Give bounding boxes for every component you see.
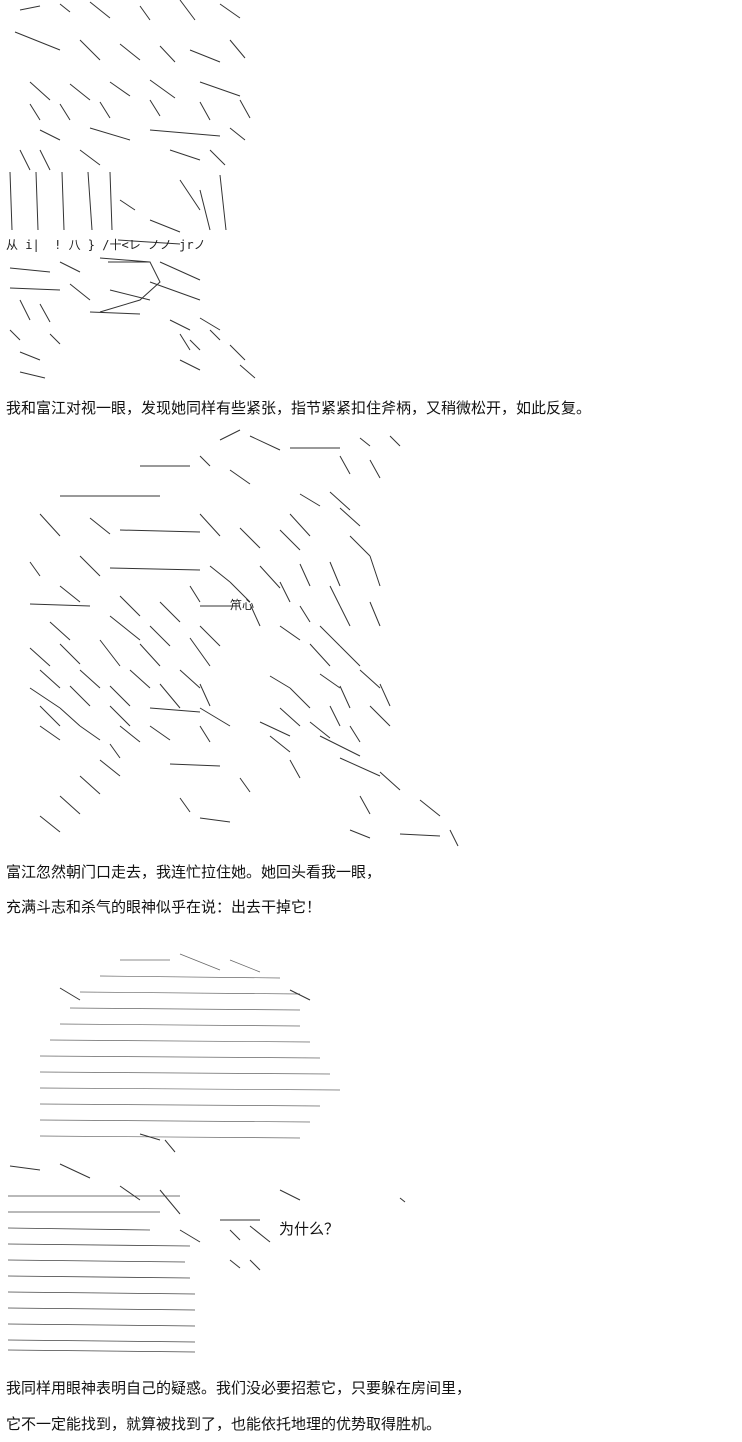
caption-line-3: 充满斗志和杀气的眼神似乎在说：出去干掉它！ xyxy=(6,898,322,916)
speech-text: 为什么？ xyxy=(279,1220,340,1238)
caption-line-2: 富江忽然朝门口走去，我连忙拉住她。她回头看我一眼， xyxy=(6,863,382,881)
caption-line-1: 我和富江对视一眼，发现她同样有些紧张，指节紧紧扣住斧柄，又稍微松开，如此反复。 xyxy=(6,399,592,417)
ascii-art-panel-1: 从 i| ! 八 } /十<レ ノノ jrノ xyxy=(0,0,742,388)
ascii-art-panel-3: 为什么？ xyxy=(0,930,742,1370)
ascii-art-drawing-3 xyxy=(7,953,406,1353)
ascii-art-drawing-1 xyxy=(9,0,256,379)
caption-line-5: 它不一定能找到，就算被找到了，也能依托地理的优势取得胜机。 xyxy=(6,1415,442,1433)
ascii-art-text-2: 笊心 xyxy=(230,598,255,612)
ascii-art-drawing-2 xyxy=(29,429,459,847)
caption-line-4: 我同样用眼神表明自己的疑惑。我们没必要招惹它，只要躲在房间里， xyxy=(6,1379,472,1397)
ascii-art-panel-2: 笊心 xyxy=(0,426,742,856)
ascii-art-text-1: 从 i| ! 八 } /十<レ ノノ jrノ xyxy=(6,238,206,252)
